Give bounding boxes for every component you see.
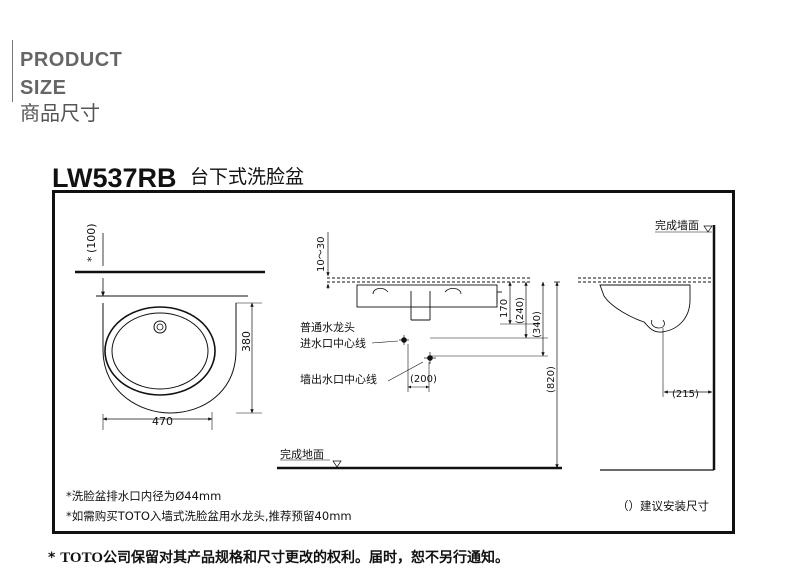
dim-200: (200) — [410, 374, 437, 385]
product-name: 台下式洗脸盆 — [190, 166, 305, 188]
dim-240: (240) — [515, 297, 526, 324]
dim-width-470: 470 — [152, 415, 173, 428]
drain-center-dot — [427, 355, 433, 361]
dim-offset-100: * (100) — [85, 223, 98, 262]
drawing-frame — [52, 190, 735, 534]
label-supply-centerline: 进水口中心线 — [300, 336, 366, 350]
label-drain-centerline: 墙出水口中心线 — [300, 372, 377, 386]
note-drain-diameter: *洗脸盆排水口内径为Ø44mm — [66, 489, 222, 503]
front-view — [75, 233, 265, 430]
dim-170: 170 — [499, 299, 510, 318]
footer-brand: TOTO — [60, 550, 104, 566]
header-size: SIZE — [20, 77, 67, 99]
footer-star: * — [48, 550, 56, 566]
note-faucet-recommendation: *如需购买TOTO入墙式洗脸盆用水龙头,推荐预留40mm — [66, 509, 352, 523]
footer-disclaimer: * TOTO公司保留对其产品规格和尺寸更改的权利。届时，恕不另行通知。 — [48, 551, 509, 566]
legend-suggested-dimension: （）建议安装尺寸 — [617, 499, 709, 513]
side-view — [277, 232, 562, 470]
label-faucet: 普通水龙头 — [300, 320, 355, 334]
dim-215: (215) — [672, 389, 699, 400]
dim-depth-380: 380 — [240, 331, 253, 352]
header-cn-title: 商品尺寸 — [20, 101, 100, 125]
dim-820: (820) — [546, 366, 557, 393]
supply-center-dot — [401, 337, 407, 343]
header-accent-line — [12, 40, 13, 102]
model-number: LW537RB — [52, 163, 177, 193]
dim-10-30: 10～30 — [316, 237, 327, 272]
label-finished-floor: 完成地面 — [280, 447, 324, 461]
section-view — [578, 225, 716, 471]
header-product: PRODUCT — [20, 49, 123, 71]
label-finished-wall: 完成墙面 — [655, 218, 699, 232]
footer-text: 公司保留对其产品规格和尺寸更改的权利。届时，恕不另行通知。 — [103, 550, 510, 566]
dim-340: (340) — [532, 311, 543, 338]
